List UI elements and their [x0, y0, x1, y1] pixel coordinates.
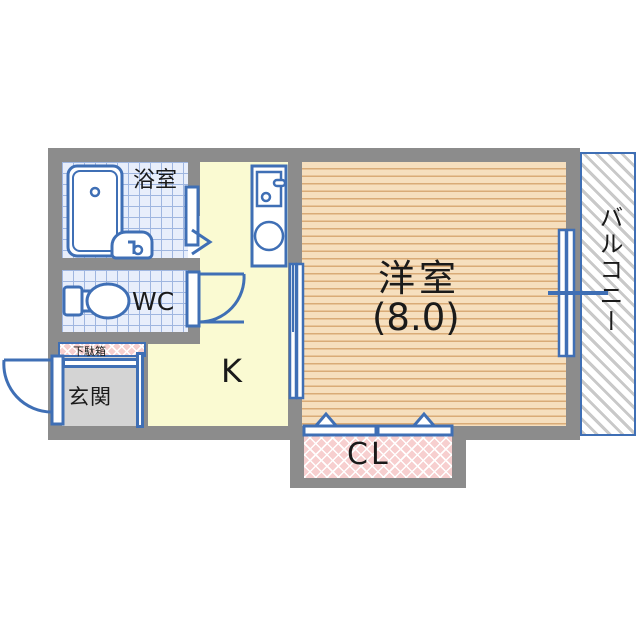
label-balcony: バルコニー — [595, 205, 623, 335]
balcony-window-handle — [548, 291, 608, 295]
room-sliding-door[interactable] — [288, 262, 306, 400]
getabako-shelf — [62, 358, 142, 368]
bath-door[interactable] — [184, 185, 218, 258]
bathtub — [66, 164, 124, 258]
wall-bottom-right — [462, 426, 580, 440]
toilet — [62, 276, 132, 326]
wall-outer-top — [48, 148, 580, 162]
wc-door[interactable] — [185, 270, 254, 334]
wall-closet-left — [290, 426, 304, 488]
label-getabako: 下駄箱 — [73, 345, 106, 358]
label-yoshitsu-area: (8.0) — [372, 296, 460, 339]
wall-bottom-left — [48, 426, 296, 440]
kitchen-floor-corridor — [148, 344, 288, 426]
wall-closet-bottom — [290, 476, 466, 488]
label-wc: WC — [132, 287, 175, 316]
yoshitsu-floor — [302, 162, 566, 426]
wall-genkan-right — [140, 344, 148, 426]
washbasin — [108, 228, 156, 260]
balcony-floor — [580, 152, 636, 436]
kitchen-sink — [250, 164, 288, 268]
label-kitchen: K — [221, 352, 242, 390]
label-closet: CL — [347, 437, 391, 472]
closet-floor — [304, 434, 452, 478]
label-yoshitsu: 洋室 — [378, 257, 460, 300]
entrance-door[interactable] — [0, 352, 66, 430]
wall-bath-wc — [48, 258, 200, 270]
label-bath-text: 浴室 — [133, 168, 178, 193]
closet-doors[interactable] — [302, 408, 454, 437]
label-genkan: 玄関 — [68, 385, 112, 409]
wall-wc-genkan — [48, 332, 200, 344]
label-bath: 浴室 — [133, 168, 177, 193]
getabako-fill — [58, 342, 146, 357]
genkan-step-edge — [136, 352, 144, 428]
wall-closet-right — [452, 426, 466, 488]
